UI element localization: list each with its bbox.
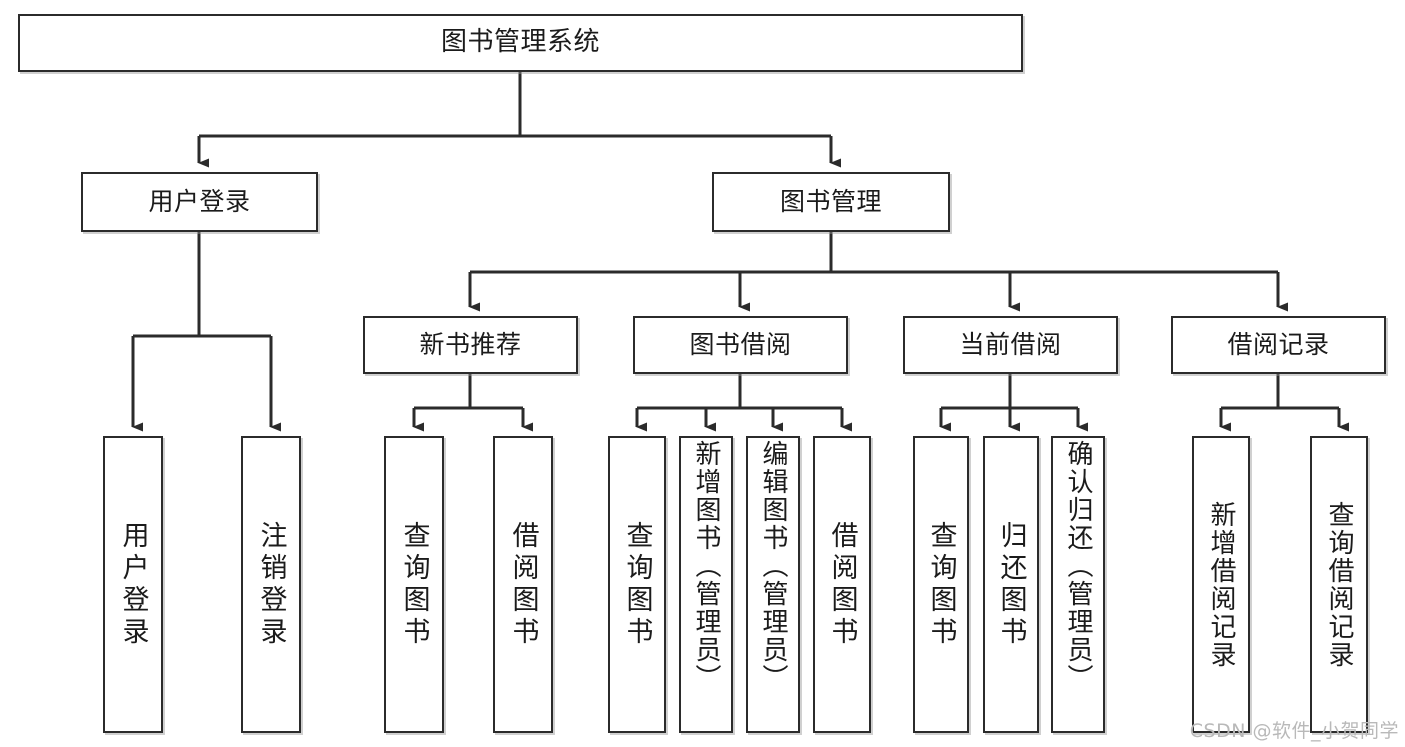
node-label: 图书管理 (779, 187, 882, 216)
node-label: 新增图书（管理员） (691, 440, 721, 692)
leaf-query-book-2[interactable]: 查询图书 (608, 436, 666, 733)
node-label: 用户登录 (148, 187, 251, 216)
leaf-borrow-book-1[interactable]: 借阅图书 (493, 436, 553, 733)
node-root-book-management-system[interactable]: 图书管理系统 (18, 14, 1023, 72)
leaf-add-record[interactable]: 新增借阅记录 (1192, 436, 1250, 733)
csdn-watermark: CSDN @软件_小贺同学 (1189, 720, 1399, 742)
node-label: 查询图书 (925, 520, 957, 649)
node-label: 确认归还（管理员） (1063, 440, 1093, 692)
node-label: 借阅图书 (826, 520, 858, 649)
node-borrow-record[interactable]: 借阅记录 (1171, 316, 1386, 374)
node-label: 注销登录 (255, 520, 287, 649)
node-label: 查询借阅记录 (1324, 500, 1354, 669)
node-label: 借阅记录 (1227, 330, 1330, 359)
node-label: 查询图书 (398, 520, 430, 649)
leaf-user-login[interactable]: 用户登录 (103, 436, 163, 733)
node-current-borrow[interactable]: 当前借阅 (903, 316, 1118, 374)
leaf-confirm-return[interactable]: 确认归还（管理员） (1051, 436, 1105, 733)
leaf-return-book[interactable]: 归还图书 (983, 436, 1039, 733)
node-label: 编辑图书（管理员） (758, 440, 788, 692)
node-label: 归还图书 (995, 520, 1027, 649)
leaf-borrow-book-2[interactable]: 借阅图书 (813, 436, 871, 733)
node-label: 新增借阅记录 (1206, 500, 1236, 669)
node-label: 当前借阅 (959, 330, 1062, 359)
leaf-query-book-3[interactable]: 查询图书 (913, 436, 969, 733)
node-label: 图书管理系统 (440, 27, 600, 58)
node-label: 查询图书 (621, 520, 653, 649)
leaf-query-record[interactable]: 查询借阅记录 (1310, 436, 1368, 733)
node-label: 借阅图书 (507, 520, 539, 649)
leaf-logout-login[interactable]: 注销登录 (241, 436, 301, 733)
node-user-login[interactable]: 用户登录 (81, 172, 318, 232)
leaf-add-book[interactable]: 新增图书（管理员） (679, 436, 733, 733)
node-label: 图书借阅 (689, 330, 792, 359)
leaf-edit-book[interactable]: 编辑图书（管理员） (746, 436, 800, 733)
node-book-borrow[interactable]: 图书借阅 (633, 316, 848, 374)
node-label: 新书推荐 (419, 330, 522, 359)
node-new-book-recommend[interactable]: 新书推荐 (363, 316, 578, 374)
leaf-query-book-1[interactable]: 查询图书 (384, 436, 444, 733)
node-label: 用户登录 (117, 520, 149, 649)
node-book-manage[interactable]: 图书管理 (712, 172, 950, 232)
